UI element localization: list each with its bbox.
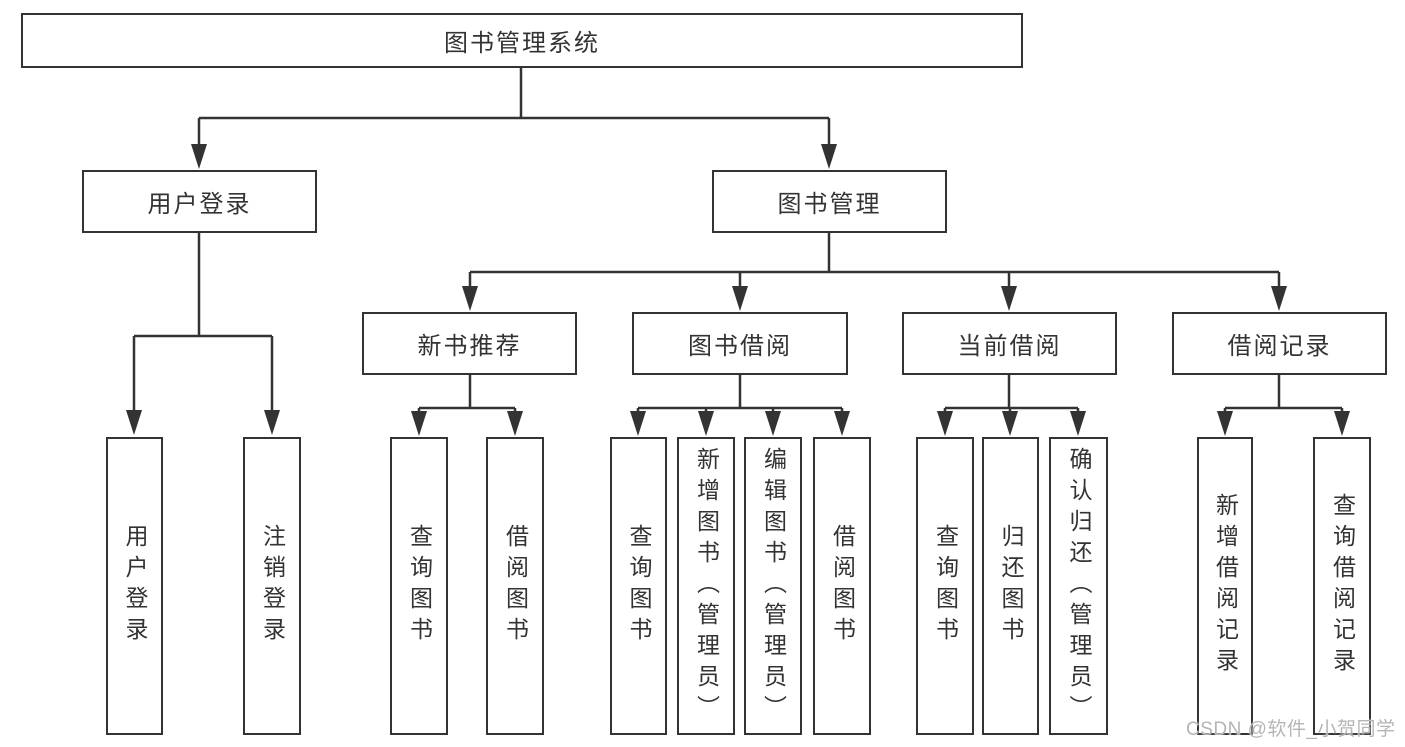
arrowheads — [126, 144, 1350, 436]
leaf-confirm-return-admin: 确认归还（管理员） — [1049, 437, 1108, 735]
leaf-label: 借阅图书 — [829, 524, 856, 648]
leaf-borrow-book: 借阅图书 — [813, 437, 871, 735]
leaf-label: 查询图书 — [932, 524, 959, 648]
node-user-login: 用户登录 — [82, 170, 317, 233]
connector-paths — [132, 66, 1344, 420]
node-label: 图书借阅 — [688, 333, 792, 360]
leaf-label: 查询图书 — [626, 524, 652, 648]
leaf-borrow-book: 借阅图书 — [486, 437, 544, 735]
node-label: 用户登录 — [147, 191, 252, 218]
leaf-label: 编辑图书（管理员） — [760, 446, 787, 726]
leaf-label: 注销登录 — [259, 524, 286, 648]
leaf-label: 确认归还（管理员） — [1066, 446, 1092, 726]
node-label: 新书推荐 — [417, 333, 522, 360]
csdn-watermark: CSDN @软件_小贺同学 — [1186, 719, 1396, 740]
leaf-query-book: 查询图书 — [916, 437, 974, 735]
leaf-label: 查询借阅记录 — [1329, 493, 1356, 679]
node-label: 图书管理 — [777, 191, 882, 218]
leaf-add-book-admin: 新增图书（管理员） — [677, 437, 735, 735]
leaf-query-book: 查询图书 — [390, 437, 448, 735]
node-label: 当前借阅 — [957, 333, 1062, 360]
leaf-logout: 注销登录 — [243, 437, 301, 735]
leaf-label: 用户登录 — [122, 524, 148, 648]
leaf-label: 新增图书（管理员） — [693, 446, 720, 726]
leaf-add-borrow-record: 新增借阅记录 — [1197, 437, 1253, 735]
node-current-borrow: 当前借阅 — [902, 312, 1117, 375]
node-label: 借阅记录 — [1227, 333, 1332, 360]
leaf-return-book: 归还图书 — [982, 437, 1039, 735]
leaf-label: 查询图书 — [406, 524, 433, 648]
node-book-management: 图书管理 — [712, 170, 947, 233]
node-borrow-record: 借阅记录 — [1172, 312, 1387, 375]
leaf-edit-book-admin: 编辑图书（管理员） — [744, 437, 802, 735]
leaf-query-borrow-record: 查询借阅记录 — [1313, 437, 1371, 735]
leaf-user-login: 用户登录 — [106, 437, 163, 735]
leaf-label: 归还图书 — [998, 524, 1024, 648]
leaf-query-book: 查询图书 — [610, 437, 667, 735]
leaf-label: 新增借阅记录 — [1212, 493, 1239, 679]
node-new-book-recommend: 新书推荐 — [362, 312, 577, 375]
node-book-borrow: 图书借阅 — [632, 312, 848, 375]
leaf-label: 借阅图书 — [502, 524, 529, 648]
node-label: 图书管理系统 — [444, 30, 600, 57]
node-library-management-system: 图书管理系统 — [21, 13, 1023, 68]
